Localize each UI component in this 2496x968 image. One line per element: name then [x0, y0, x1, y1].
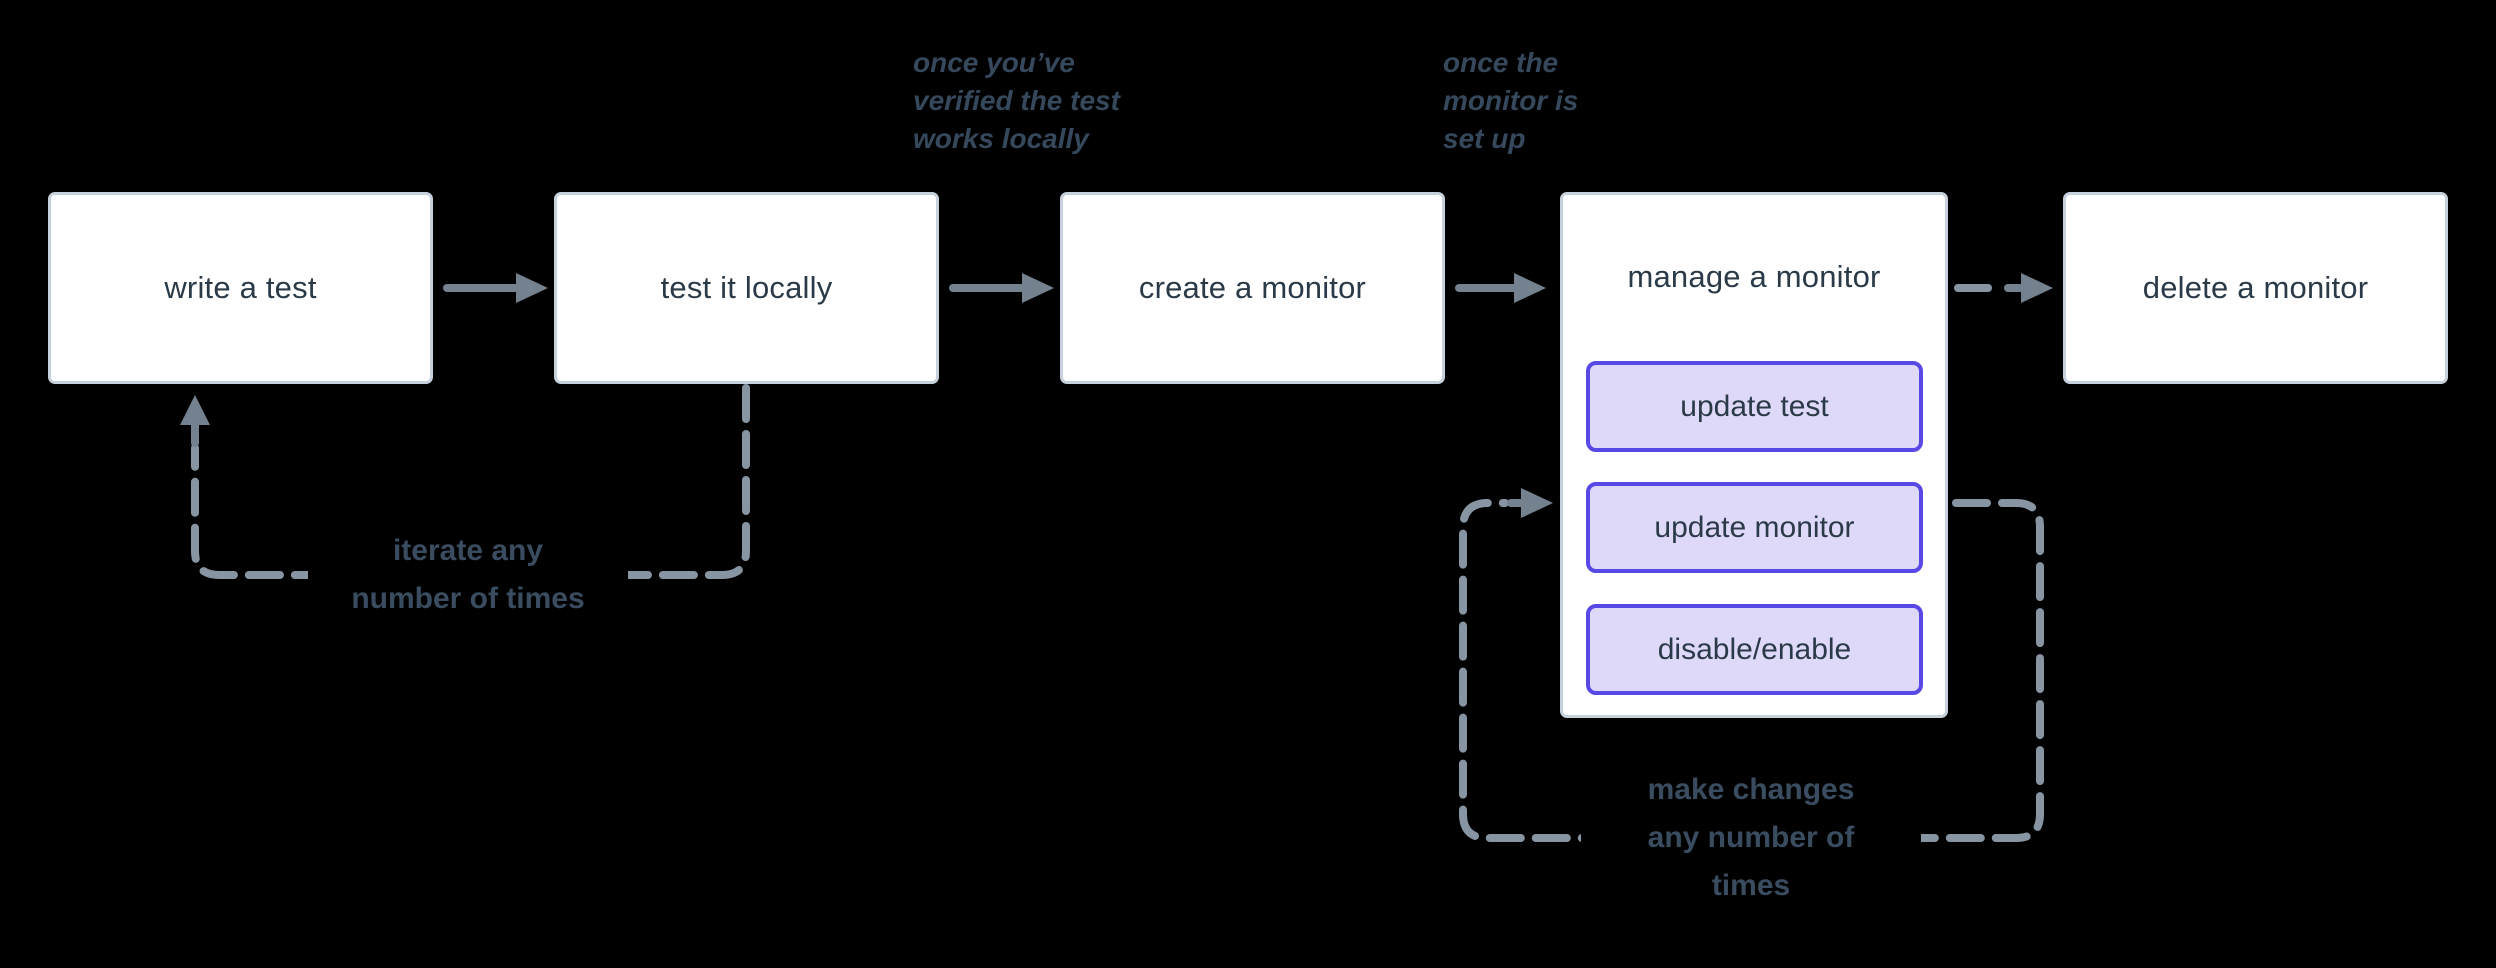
- subnode-disable-enable: disable/enable: [1586, 604, 1923, 695]
- annotation-line: set up: [1443, 123, 1526, 154]
- node-write-a-test: write a test: [48, 192, 433, 384]
- subnode-label: disable/enable: [1657, 632, 1852, 666]
- loop-label-line: make changes: [1647, 773, 1855, 806]
- node-label: delete a monitor: [2142, 270, 2369, 305]
- subnode-label: update test: [1680, 389, 1829, 423]
- annotation-verified-locally: once you’ve verified the test works loca…: [913, 44, 1120, 158]
- node-create-a-monitor: create a monitor: [1060, 192, 1445, 384]
- node-test-it-locally: test it locally: [554, 192, 939, 384]
- arrow-test-to-create: [949, 273, 1054, 303]
- loop-label-line: times: [1711, 869, 1791, 902]
- node-label: write a test: [164, 270, 317, 305]
- node-label: create a monitor: [1138, 270, 1367, 305]
- arrow-write-to-test: [443, 273, 548, 303]
- loop-label-line: number of times: [351, 582, 585, 615]
- node-delete-a-monitor: delete a monitor: [2063, 192, 2448, 384]
- loop-label-make-changes: make changes any number of times: [1581, 766, 1921, 910]
- subnode-update-test: update test: [1586, 361, 1923, 452]
- annotation-line: once you’ve: [913, 47, 1075, 78]
- node-label: test it locally: [660, 270, 833, 305]
- subnode-update-monitor: update monitor: [1586, 482, 1923, 573]
- subnode-label: update monitor: [1654, 510, 1855, 544]
- loop-label-iterate: iterate any number of times: [308, 527, 628, 623]
- annotation-line: verified the test: [913, 85, 1120, 116]
- node-manage-a-monitor: manage a monitor update test update moni…: [1560, 192, 1948, 718]
- node-label: manage a monitor: [1627, 259, 1881, 294]
- loop-iterate-path: [180, 384, 750, 579]
- loop-label-line: iterate any: [392, 534, 544, 567]
- arrow-create-to-manage: [1455, 273, 1546, 303]
- annotation-line: once the: [1443, 47, 1559, 78]
- annotation-monitor-set-up: once the monitor is set up: [1443, 44, 1578, 158]
- loop-label-line: any number of: [1647, 821, 1855, 854]
- annotation-line: monitor is: [1443, 85, 1579, 116]
- annotation-line: works locally: [913, 123, 1089, 154]
- arrow-manage-to-delete: [1954, 273, 2053, 303]
